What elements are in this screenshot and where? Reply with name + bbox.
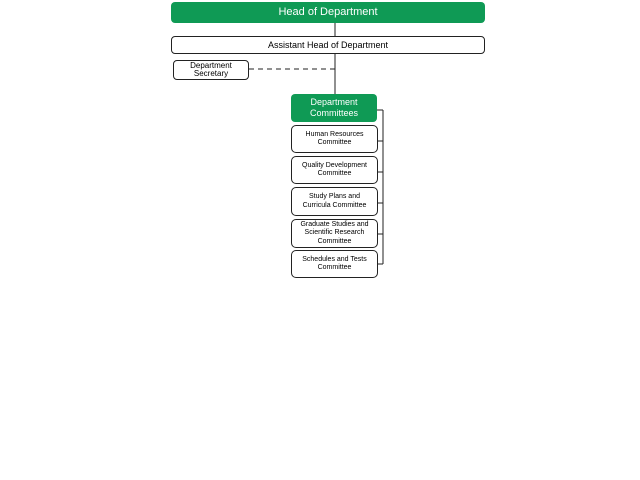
department-secretary-label: Department Secretary: [190, 60, 232, 78]
assistant-head-label: Assistant Head of Department: [267, 39, 389, 50]
assistant-head-box: Assistant Head of Department: [171, 36, 485, 54]
committee-study-plans: Study Plans and Curricula Committee: [291, 187, 378, 216]
department-committees-label: Department Committees: [309, 96, 358, 118]
head-of-department-box: Head of Department: [171, 2, 485, 23]
department-secretary-box: Department Secretary: [173, 60, 249, 80]
committee-quality-development: Quality Development Committee: [291, 156, 378, 184]
committee-label: Study Plans and Curricula Committee: [302, 193, 367, 209]
committee-schedules-tests: Schedules and Tests Committee: [291, 250, 378, 278]
committee-human-resources: Human Resources Committee: [291, 125, 378, 153]
department-committees-box: Department Committees: [291, 94, 377, 122]
committee-label: Schedules and Tests Committee: [302, 255, 367, 271]
committee-label: Graduate Studies and Scientific Research…: [300, 221, 369, 245]
head-of-department-label: Head of Department: [278, 6, 378, 19]
committee-graduate-studies: Graduate Studies and Scientific Research…: [291, 219, 378, 248]
committee-label: Human Resources Committee: [305, 130, 364, 146]
committee-label: Quality Development Committee: [302, 161, 367, 177]
